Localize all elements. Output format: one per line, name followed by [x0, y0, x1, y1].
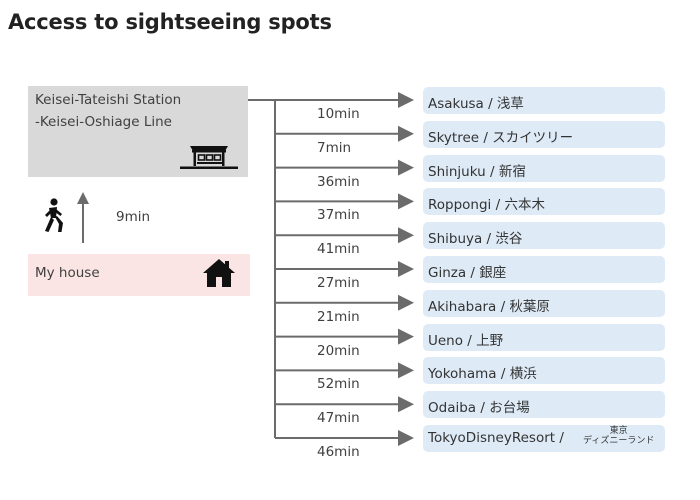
route-arrow-head [398, 227, 414, 244]
destination-item: Ueno / 上野 [423, 323, 665, 351]
travel-time: 37min [317, 207, 360, 224]
destination-name: TokyoDisneyResort / [428, 430, 564, 446]
destination-item: Ginza / 銀座 [423, 256, 665, 283]
destination-subtitle-line: ディズニーランド [583, 436, 655, 446]
destination-item: TokyoDisneyResort / 東京ディズニーランド [423, 425, 665, 452]
travel-time: 41min [317, 241, 360, 258]
route-arrow-head [398, 362, 414, 379]
destination-subtitle: 東京ディズニーランド [583, 426, 654, 446]
route-arrow-head [398, 430, 414, 446]
destination-name: Ginza / 銀座 [428, 265, 507, 281]
destination-subtitle-line: 東京 [609, 426, 628, 436]
route-arrow-head [398, 159, 414, 176]
route-arrow-head [398, 92, 414, 108]
destination-item: Akihabara / 秋葉原 [423, 289, 665, 317]
destination-item: Yokohama / 横浜 [423, 357, 665, 385]
destination-name: Akihabara / 秋葉原 [428, 298, 550, 315]
destination-name: Shibuya / 渋谷 [428, 231, 523, 248]
walk-time: 9min [116, 209, 151, 225]
station-box: Keisei-Tateishi Station -Keisei-Oshiage … [28, 86, 248, 177]
destination-item: Roppongi / 六本木 [423, 188, 665, 216]
house-icon [202, 257, 236, 293]
destination-name: Yokohama / 横浜 [428, 366, 537, 383]
station-line-name: -Keisei-Oshiage Line [35, 114, 172, 130]
travel-time: 10min [317, 106, 360, 122]
destination-item: Skytree / スカイツリー [423, 120, 665, 148]
house-label: My house [35, 265, 100, 281]
walk-up-arrow [76, 191, 90, 247]
route-arrow-head [398, 261, 414, 277]
house-box: My house [28, 254, 250, 296]
travel-time: 52min [317, 376, 360, 393]
walking-person-icon [40, 198, 66, 238]
destination-name: Shinjuku / 新宿 [428, 163, 526, 180]
travel-time: 27min [317, 275, 360, 291]
route-arrow-head [398, 125, 414, 142]
destination-item: Shibuya / 渋谷 [423, 222, 665, 250]
page-title: Access to sightseeing spots [8, 10, 332, 34]
destination-name: Roppongi / 六本木 [428, 197, 545, 214]
route-arrow-head [398, 328, 414, 345]
route-arrow-head [398, 294, 414, 311]
destination-item: Asakusa / 浅草 [423, 87, 665, 114]
travel-time: 46min [317, 444, 360, 460]
route-arrow-head [398, 193, 414, 210]
station-icon [178, 141, 240, 175]
destination-name: Odaiba / お台場 [428, 400, 530, 417]
destination-name: Ueno / 上野 [428, 332, 504, 349]
destination-name: Asakusa / 浅草 [428, 96, 524, 112]
destination-name: Skytree / スカイツリー [428, 129, 574, 146]
route-arrow-head [398, 396, 414, 413]
destination-item: Shinjuku / 新宿 [423, 154, 665, 182]
travel-time: 20min [317, 342, 360, 359]
travel-time: 36min [317, 173, 360, 190]
station-name: Keisei-Tateishi Station [35, 92, 182, 108]
destination-item: Odaiba / お台場 [423, 391, 665, 419]
travel-time: 47min [317, 410, 360, 427]
travel-time: 21min [317, 308, 360, 325]
travel-time: 7min [317, 139, 352, 156]
